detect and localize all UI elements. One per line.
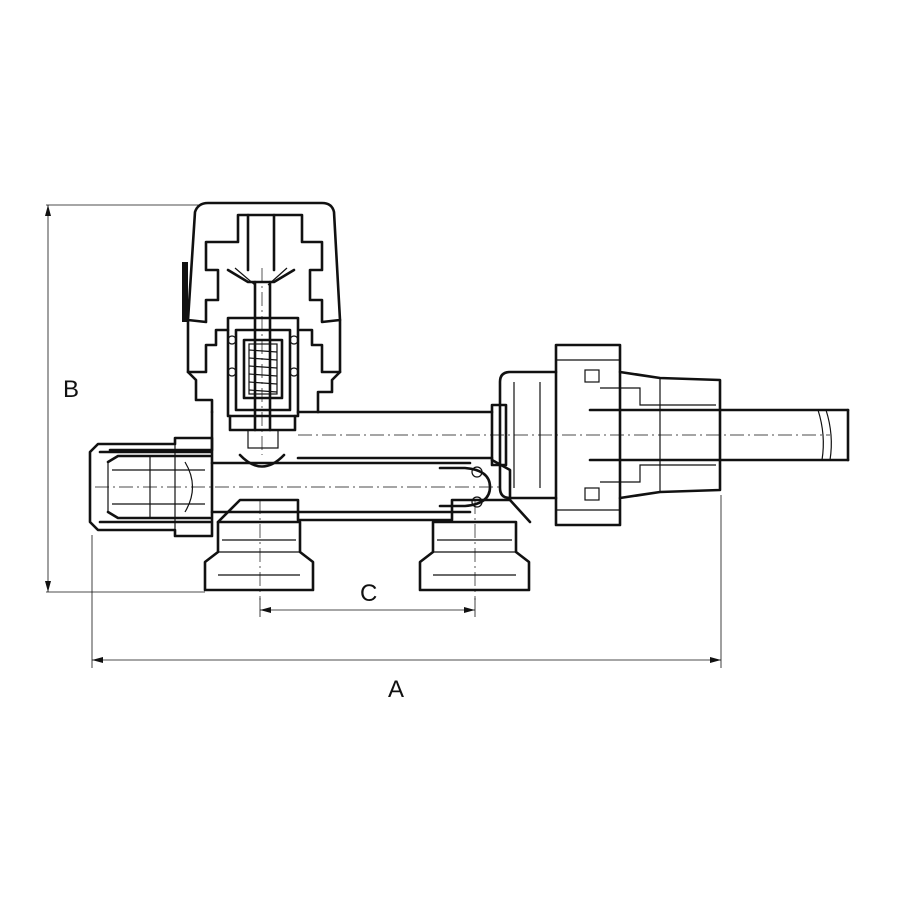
arrow-head <box>92 657 103 663</box>
arrow-head <box>710 657 721 663</box>
spring-cartridge <box>226 268 300 468</box>
dimension-label-b: B <box>63 376 79 403</box>
dimension-label-c: C <box>360 580 377 607</box>
arrow-head <box>45 581 51 592</box>
arrow-head <box>464 607 475 613</box>
connection-pipe <box>588 408 850 462</box>
internal-plug <box>438 466 492 508</box>
dimension-a: A <box>91 495 722 703</box>
head-side-mark <box>182 262 188 322</box>
outlet-socket-right <box>418 500 531 600</box>
outlet-socket-left <box>203 500 315 600</box>
dimension-label-a: A <box>388 676 404 703</box>
dimension-c: C <box>259 580 476 617</box>
valve-body <box>95 403 830 524</box>
union-nut <box>498 343 722 527</box>
arrow-head <box>260 607 271 613</box>
valve-head <box>182 201 342 414</box>
arrow-head <box>45 205 51 216</box>
dimension-b: B <box>45 204 205 593</box>
left-inlet <box>88 436 214 538</box>
